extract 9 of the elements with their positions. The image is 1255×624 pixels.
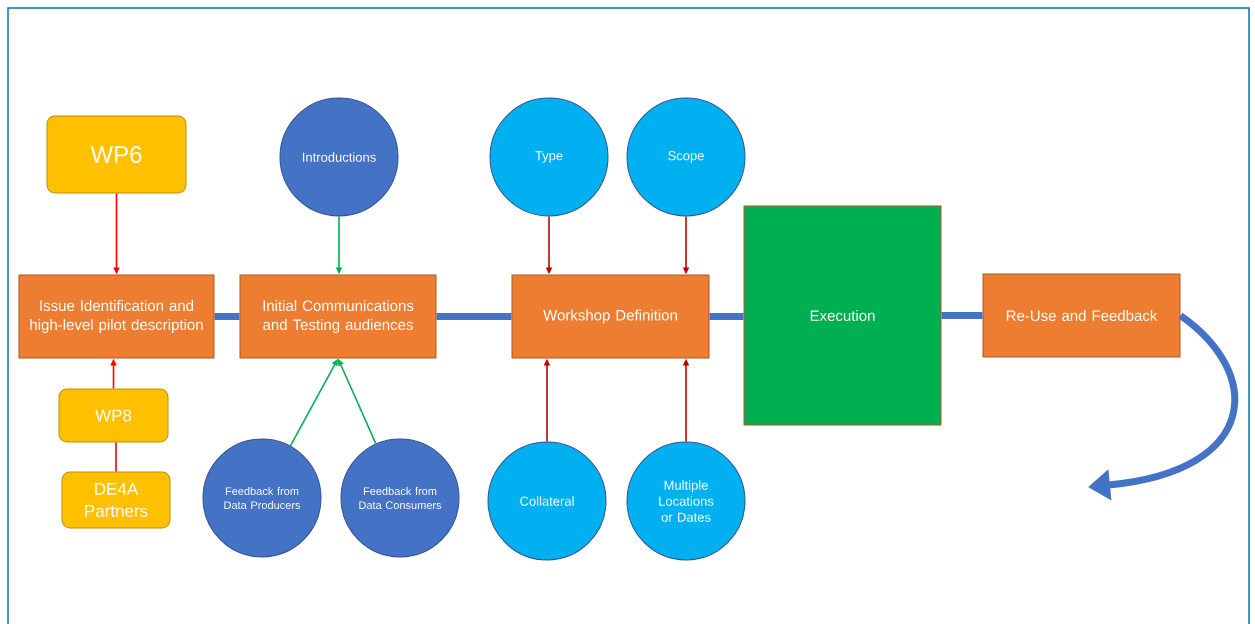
input-box: WP8	[58, 388, 169, 443]
process-box: Execution	[743, 205, 942, 426]
input-box: WP6	[46, 115, 187, 194]
process-box: Workshop Definition	[511, 274, 710, 359]
process-box: Initial Communications and Testing audiences	[239, 274, 437, 359]
process-box: Issue Identification and high-level pilot description	[18, 274, 215, 359]
input-box: DE4A Partners	[61, 471, 171, 529]
process-box: Re-Use and Feedback	[982, 273, 1181, 358]
connector-line	[115, 441, 117, 473]
